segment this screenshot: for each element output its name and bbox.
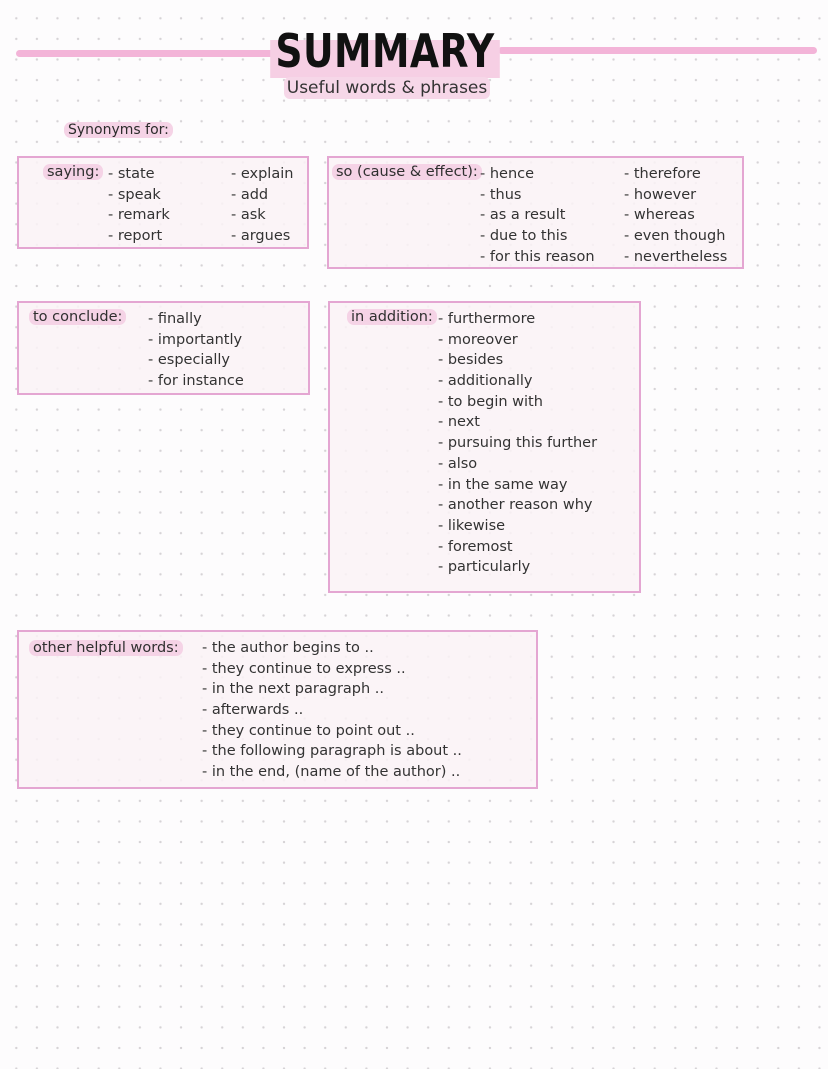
list-item: - thus <box>480 186 522 203</box>
addition-box: in addition: - furthermore - moreover - … <box>328 301 641 593</box>
list-item: - due to this <box>480 228 568 245</box>
list-item: - in the same way <box>438 476 568 493</box>
conclude-label: to conclude: <box>29 309 127 325</box>
list-item: - nevertheless <box>624 248 728 265</box>
list-item: - report <box>108 228 163 245</box>
synonyms-heading: Synonyms for: <box>64 122 173 138</box>
list-item: - importantly <box>148 331 243 348</box>
list-item: - argues <box>231 228 291 245</box>
list-item: - as a result <box>480 207 566 224</box>
synonyms-heading-text: Synonyms for: <box>64 122 173 138</box>
other-words-box: other helpful words: - the author begins… <box>17 630 538 789</box>
cause-effect-list-2: - therefore - however - whereas - even t… <box>624 164 727 267</box>
cause-effect-label-text: so (cause & effect): <box>332 164 482 180</box>
conclude-list: - finally - importantly - especially - f… <box>148 309 244 392</box>
list-item: - explain <box>231 166 294 182</box>
page-subtitle-text: Useful words & phrases <box>283 77 491 99</box>
list-item: - moreover <box>438 331 518 348</box>
conclude-label-text: to conclude: <box>29 309 127 325</box>
list-item: - speak <box>108 186 161 203</box>
other-words-label: other helpful words: <box>29 640 183 656</box>
list-item: - hence <box>480 166 535 182</box>
page-subtitle: Useful words & phrases <box>0 77 774 99</box>
list-item: - pursuing this further <box>438 435 598 452</box>
list-item: - remark <box>108 207 170 224</box>
list-item: - afterwards .. <box>202 702 304 719</box>
list-item: - to begin with <box>438 393 543 410</box>
list-item: - ask <box>231 207 266 224</box>
cause-effect-list-1: - hence - thus - as a result - due to th… <box>480 164 595 267</box>
list-item: - likewise <box>438 517 506 534</box>
saying-list-1: - state - speak - remark - report <box>108 164 170 247</box>
list-item: - especially <box>148 352 230 369</box>
left-header-rule <box>16 50 274 57</box>
page-title: SUMMARY <box>69 24 700 78</box>
list-item: - for this reason <box>480 248 595 265</box>
list-item: - furthermore <box>438 311 536 327</box>
list-item: - next <box>438 414 480 431</box>
list-item: - in the next paragraph .. <box>202 681 385 698</box>
list-item: - in the end, (name of the author) .. <box>202 764 461 781</box>
right-header-rule <box>498 47 817 54</box>
list-item: - add <box>231 186 269 203</box>
list-item: - foremost <box>438 538 513 555</box>
conclude-box: to conclude: - finally - importantly - e… <box>17 301 310 395</box>
list-item: - another reason why <box>438 497 593 514</box>
addition-list: - furthermore - moreover - besides - add… <box>438 309 597 578</box>
page-title-text: SUMMARY <box>270 24 500 78</box>
list-item: - however <box>624 186 697 203</box>
list-item: - for instance <box>148 373 244 390</box>
list-item: - they continue to point out .. <box>202 722 415 739</box>
list-item: - the author begins to .. <box>202 640 374 656</box>
list-item: - finally <box>148 311 202 327</box>
list-item: - therefore <box>624 166 701 182</box>
list-item: - additionally <box>438 373 533 390</box>
list-item: - particularly <box>438 559 531 576</box>
addition-label: in addition: <box>347 309 437 325</box>
saying-list-2: - explain - add - ask - argues <box>231 164 293 247</box>
saying-box: saying: - state - speak - remark - repor… <box>17 156 309 249</box>
list-item: - besides <box>438 352 504 369</box>
list-item: - the following paragraph is about .. <box>202 743 462 760</box>
cause-effect-box: so (cause & effect): - hence - thus - as… <box>327 156 744 269</box>
other-words-list: - the author begins to .. - they continu… <box>202 638 462 783</box>
cause-effect-label: so (cause & effect): <box>332 164 482 180</box>
list-item: - they continue to express .. <box>202 660 406 677</box>
saying-label: saying: <box>43 164 104 180</box>
list-item: - also <box>438 455 478 472</box>
addition-label-text: in addition: <box>347 309 437 325</box>
list-item: - whereas <box>624 207 695 224</box>
other-words-label-text: other helpful words: <box>29 640 183 656</box>
saying-label-text: saying: <box>43 164 104 180</box>
list-item: - state <box>108 166 155 182</box>
list-item: - even though <box>624 228 726 245</box>
